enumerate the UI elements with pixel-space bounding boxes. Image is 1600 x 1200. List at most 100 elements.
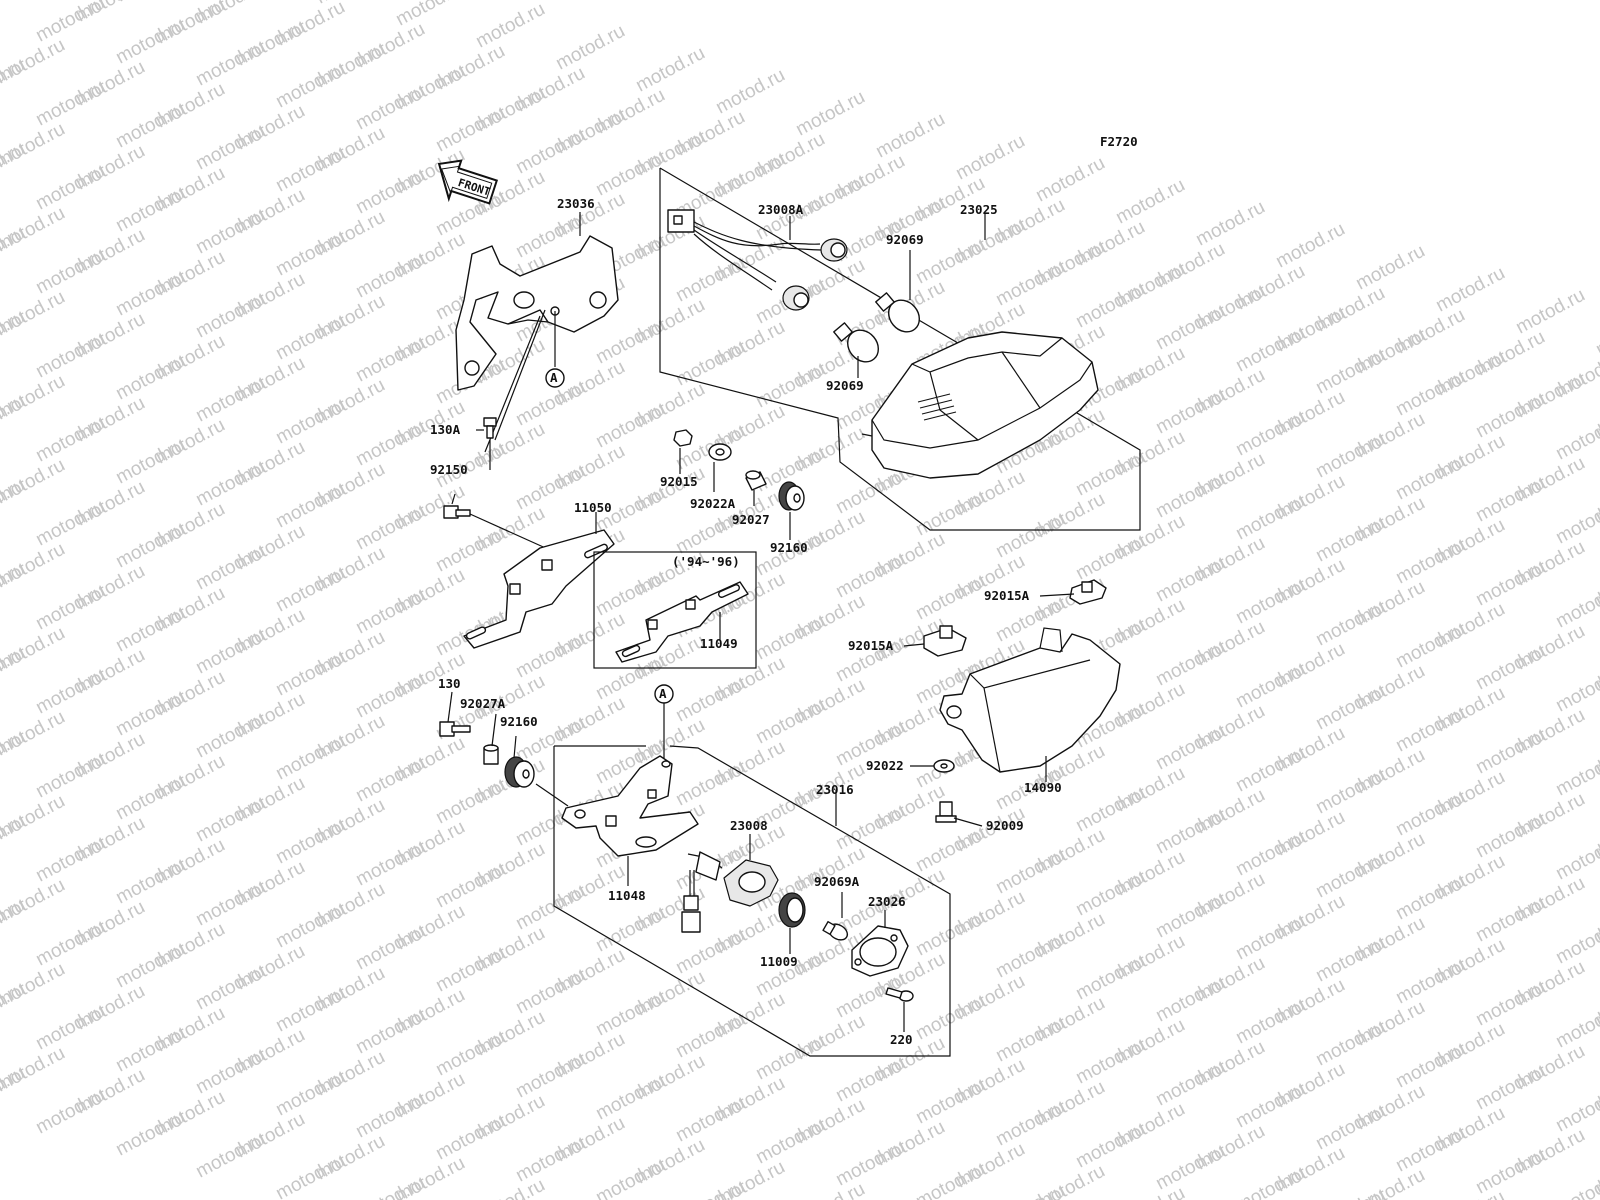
callout-a-top: A: [550, 370, 558, 385]
watermark-text: motod.ru: [352, 81, 428, 135]
watermark-text: motod.ru: [1392, 955, 1468, 1009]
watermark-text: motod.ru: [192, 1129, 268, 1183]
label-92009: 92009: [986, 818, 1024, 833]
watermark-text: motod.ru: [272, 563, 348, 617]
watermark-text: motod.ru: [112, 435, 188, 489]
watermark-text: motod.ru: [1392, 451, 1468, 505]
figure-code: F2720: [1100, 134, 1138, 149]
watermark-text: motod.ru: [592, 987, 668, 1041]
watermark-text: motod.ru: [992, 257, 1068, 311]
watermark-text: motod.ru: [0, 0, 29, 24]
watermark-text: motod.ru: [32, 749, 108, 803]
watermark-text: motod.ru: [1472, 1145, 1548, 1199]
watermark-text: motod.ru: [352, 249, 428, 303]
watermark-text: motod.ru: [1232, 1163, 1308, 1200]
watermark-text: motod.ru: [1152, 1141, 1228, 1195]
watermark-text: motod.ru: [32, 833, 108, 887]
watermark-text: motod.ru: [1072, 783, 1148, 837]
watermark-text: motod.ru: [1472, 1061, 1548, 1115]
label-23016: 23016: [816, 782, 854, 797]
watermark-text: motod.ru: [672, 253, 748, 307]
watermark-text: motod.ru: [1232, 1079, 1308, 1133]
watermark-text: motod.ru: [272, 647, 348, 701]
watermark-text: motod.ru: [352, 585, 428, 639]
watermark-text: motod.ru: [512, 1133, 588, 1187]
watermark-text: motod.ru: [192, 541, 268, 595]
watermark-text: motod.ru: [512, 881, 588, 935]
watermark-text: motod.ru: [712, 65, 788, 119]
watermark-text: motod.ru: [512, 965, 588, 1019]
watermark-text: motod.ru: [752, 1115, 828, 1169]
watermark-text: motod.ru: [1312, 765, 1388, 819]
label-92160-bottom: 92160: [500, 714, 538, 729]
watermark-text: motod.ru: [1392, 703, 1468, 757]
watermark-text: motod.ru: [912, 1159, 988, 1200]
watermark-text: motod.ru: [32, 245, 108, 299]
label-92022: 92022: [866, 758, 904, 773]
watermark-text: motod.ru: [192, 37, 268, 91]
watermark-text: motod.ru: [1392, 619, 1468, 673]
watermark-text: motod.ru: [1552, 1167, 1600, 1200]
watermark-text: motod.ru: [1472, 725, 1548, 779]
seal-11009: [778, 892, 806, 928]
label-92069-bottom: 92069: [826, 378, 864, 393]
year-note: ('94~'96): [672, 554, 740, 569]
watermark-text: motod.ru: [1312, 429, 1388, 483]
wire-harness-23008A: [667, 209, 848, 311]
watermark-text: motod.ru: [832, 801, 908, 855]
watermark-text: motod.ru: [112, 1023, 188, 1077]
watermark-text: motod.ru: [1152, 973, 1228, 1027]
watermark-text: motod.ru: [432, 103, 508, 157]
watermark-text: motod.ru: [352, 753, 428, 807]
grommet-92160-bottom: [504, 756, 535, 788]
watermark-text: motod.ru: [832, 1137, 908, 1191]
watermark-text: motod.ru: [1392, 787, 1468, 841]
bracket-23036: [455, 235, 619, 391]
watermark-text: motod.ru: [112, 1107, 188, 1161]
watermark-text: motod.ru: [1312, 1017, 1388, 1071]
bolt-92150: [443, 505, 471, 519]
watermark-text: motod.ru: [752, 695, 828, 749]
label-23008A: 23008A: [758, 202, 804, 217]
label-92160-top: 92160: [770, 540, 808, 555]
watermark-text: motod.ru: [1312, 933, 1388, 987]
watermark-text: motod.ru: [1072, 867, 1148, 921]
screw-220: [885, 987, 914, 1002]
watermark-text: motod.ru: [592, 315, 668, 369]
watermark-text: motod.ru: [1392, 535, 1468, 589]
watermark-text: motod.ru: [1072, 1035, 1148, 1089]
lens-23026: [851, 925, 909, 977]
watermark-text: motod.ru: [32, 1001, 108, 1055]
watermark-text: motod.ru: [1512, 285, 1588, 339]
watermark-text: motod.ru: [672, 757, 748, 811]
watermark-text: motod.ru: [952, 131, 1028, 185]
watermark-text: motod.ru: [32, 1085, 108, 1139]
watermark-text: motod.ru: [352, 1089, 428, 1143]
watermark-text: motod.ru: [272, 59, 348, 113]
watermark-text: motod.ru: [192, 793, 268, 847]
label-92015A-right: 92015A: [984, 588, 1030, 603]
watermark-text: motod.ru: [352, 837, 428, 891]
callout-a-bottom: A: [659, 686, 667, 701]
watermark-text: motod.ru: [472, 0, 548, 52]
watermark-text: motod.ru: [592, 399, 668, 453]
watermark-text: motod.ru: [192, 205, 268, 259]
watermark-text: motod.ru: [112, 99, 188, 153]
label-11009: 11009: [760, 954, 798, 969]
watermark-text: motod.ru: [192, 625, 268, 679]
watermark-text: motod.ru: [912, 487, 988, 541]
bracket-11048: [561, 755, 699, 857]
watermark-text: motod.ru: [672, 1093, 748, 1147]
watermark-text: motod.ru: [1312, 513, 1388, 567]
watermark-text: motod.ru: [1232, 659, 1308, 713]
bracket-11049: [615, 581, 749, 663]
watermark-text: motod.ru: [992, 1013, 1068, 1067]
watermark-text: motod.ru: [1152, 301, 1228, 355]
washer-92022: [933, 759, 955, 773]
watermark-text: motod.ru: [1232, 575, 1308, 629]
watermark-text: motod.ru: [112, 603, 188, 657]
watermark-text: motod.ru: [672, 925, 748, 979]
watermark-text: motod.ru: [192, 961, 268, 1015]
watermark-text: motod.ru: [592, 567, 668, 621]
